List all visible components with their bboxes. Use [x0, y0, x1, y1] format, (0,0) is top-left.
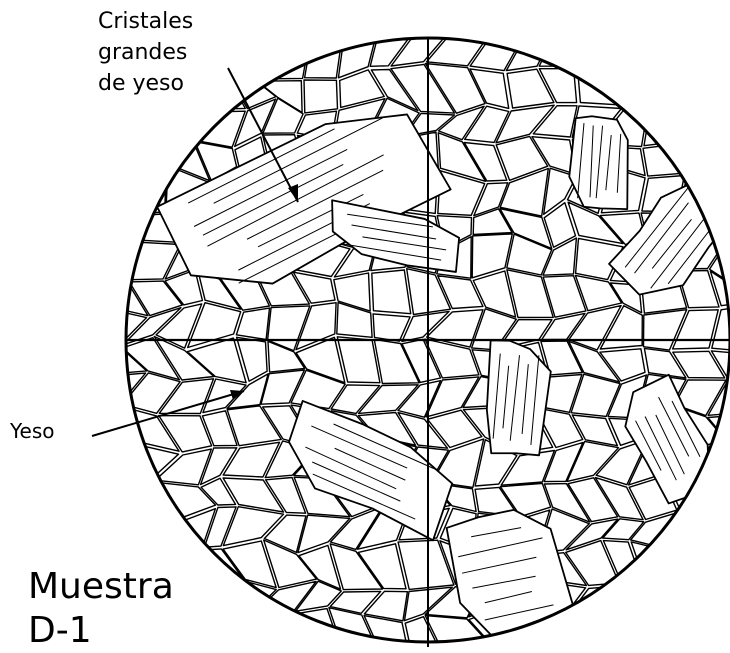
label-line-3: de yeso: [98, 68, 193, 99]
label-line-2: grandes: [98, 37, 193, 68]
large-crystal-5: [272, 398, 464, 541]
sample-name: Muestra: [28, 565, 174, 609]
label-yeso: Yeso: [10, 419, 55, 443]
large-crystal-7: [444, 502, 578, 645]
label-line-1: Cristales: [98, 6, 193, 37]
sample-id: D-1: [28, 609, 174, 653]
large-crystal-3: [567, 115, 633, 210]
label-cristales-grandes: Cristales grandes de yeso: [98, 6, 193, 99]
label-sample: Muestra D-1: [28, 565, 174, 653]
